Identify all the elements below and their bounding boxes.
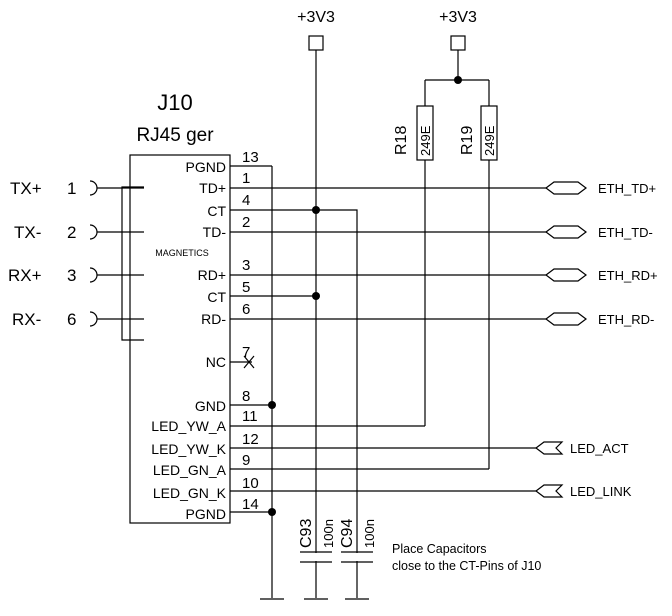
pin-number: 4 [242, 192, 250, 209]
pin-name: PGND [186, 159, 226, 175]
left-pin-number: 6 [67, 310, 76, 329]
left-pin-name: TX- [14, 223, 41, 242]
pin-number: 8 [242, 388, 250, 405]
left-pin-name: RX+ [8, 266, 42, 285]
junction-dot [268, 508, 276, 516]
left-pin-name: TX+ [10, 179, 42, 198]
left-pin-number: 3 [67, 266, 76, 285]
pin-number: 9 [242, 452, 250, 469]
pin-name: LED_GN_A [153, 462, 227, 478]
supply-label: +3V3 [439, 9, 477, 26]
pin-number: 11 [242, 408, 258, 425]
left-pin-number: 2 [67, 223, 76, 242]
left-pin-tx-minus: TX- 2 [14, 223, 144, 242]
net-label: ETH_TD+ [598, 181, 656, 196]
pin-name: TD- [203, 224, 227, 240]
nc-cross [243, 355, 255, 369]
pin-name: LED_GN_K [153, 485, 227, 501]
pin-number: 2 [242, 214, 250, 231]
left-pin-rx-minus: RX- 6 [12, 310, 144, 329]
left-pin-rx-plus: RX+ 3 [8, 266, 144, 285]
net-led-act: LED_ACT [272, 441, 629, 456]
resistor-ref: R18 [393, 126, 410, 155]
net-led-link: LED_LINK [272, 484, 632, 499]
pin-name: TD+ [199, 180, 226, 196]
pin-name: CT [207, 203, 226, 219]
magnetics-bracket [121, 186, 144, 341]
resistor-r18: R18 249E [393, 80, 434, 426]
supply-port [450, 35, 466, 51]
net-label: ETH_RD- [598, 312, 654, 327]
net-eth-rd-plus: ETH_RD+ [272, 268, 658, 283]
junction-dot [454, 76, 462, 84]
pin-name: NC [206, 354, 226, 370]
capacitor-ref: C93 [298, 519, 315, 548]
net-eth-td-minus: ETH_TD- [272, 225, 653, 240]
pin-name: RD+ [198, 267, 226, 283]
capacitor-value: 100n [321, 519, 336, 548]
connector-body [129, 154, 231, 524]
resistor-value: 249E [482, 125, 497, 156]
pin-number: 13 [242, 149, 259, 166]
junction-dot [268, 401, 276, 409]
capacitor-c93: C93 100n [298, 519, 336, 563]
left-pin-number: 1 [67, 179, 76, 198]
pin-number: 10 [242, 475, 259, 492]
placement-note-line2: close to the CT-Pins of J10 [392, 559, 541, 573]
connector-ref: J10 [157, 90, 192, 115]
resistor-r19: R19 249E [459, 80, 498, 469]
supply-label: +3V3 [297, 9, 335, 26]
net-label: ETH_RD+ [598, 268, 658, 283]
capacitor-ref: C94 [339, 519, 356, 548]
pin-name: CT [207, 289, 226, 305]
pin-number: 5 [242, 279, 250, 296]
pin-number: 6 [242, 301, 250, 318]
pin-name: RD- [201, 311, 226, 327]
pin-number: 14 [242, 496, 259, 513]
left-pin-tx-plus: TX+ 1 [10, 179, 144, 198]
pin-number: 7 [242, 344, 250, 361]
pin-name: PGND [186, 506, 226, 522]
pin-number: 12 [242, 431, 259, 448]
pin-stubs [230, 165, 272, 513]
pin-name: GND [195, 398, 226, 414]
net-label: ETH_TD- [598, 225, 653, 240]
supply-port [308, 35, 324, 51]
pin-name: LED_YW_A [151, 418, 226, 434]
pin-name: LED_YW_K [151, 441, 226, 457]
net-label: LED_LINK [570, 484, 632, 499]
resistor-value: 249E [418, 125, 433, 156]
resistor-ref: R19 [459, 126, 476, 155]
connector-value: RJ45 ger [136, 125, 214, 146]
capacitor-value: 100n [362, 519, 377, 548]
net-label: LED_ACT [570, 441, 629, 456]
capacitor-c94: C94 100n [339, 519, 377, 563]
net-eth-td-plus: ETH_TD+ [272, 181, 656, 196]
placement-note-line1: Place Capacitors [392, 542, 487, 556]
magnetics-label: MAGNETICS [155, 248, 209, 258]
pin-number: 1 [242, 170, 250, 187]
net-eth-rd-minus: ETH_RD- [272, 312, 654, 327]
pin-number: 3 [242, 257, 250, 274]
left-pin-name: RX- [12, 310, 41, 329]
